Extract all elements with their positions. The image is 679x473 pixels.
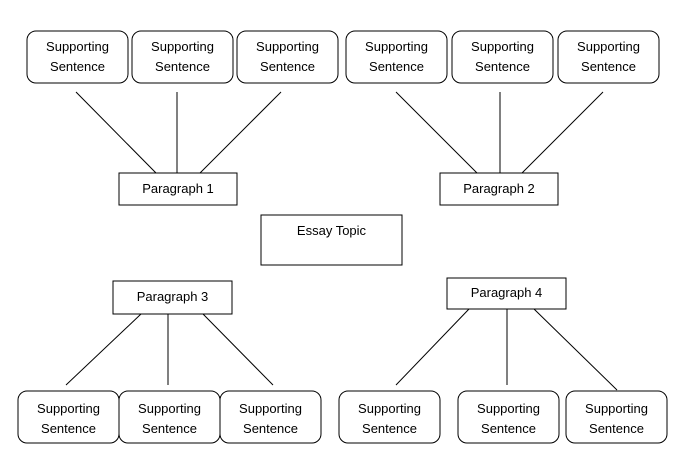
supporting-sentence-box: Supporting Sentence [345, 30, 448, 84]
support-line1: Supporting [37, 401, 100, 416]
paragraph-label: Paragraph 4 [471, 285, 543, 300]
support-line1: Supporting [477, 401, 540, 416]
support-line2: Sentence [481, 421, 536, 436]
support-line1: Supporting [256, 39, 319, 54]
support-line2: Sentence [260, 59, 315, 74]
paragraph-box: Paragraph 2 [439, 172, 559, 206]
supporting-sentence-box: Supporting Sentence [26, 30, 129, 84]
supporting-sentence-box: Supporting Sentence [131, 30, 234, 84]
paragraph-4-group: Paragraph 4 Supporting Sentence Supporti… [338, 277, 668, 444]
connector-p2-s1 [395, 91, 478, 174]
paragraph-3-group: Paragraph 3 Supporting Sentence Supporti… [17, 280, 322, 444]
connector-p4-s3 [533, 308, 618, 391]
connector-p1-s3 [199, 91, 282, 174]
support-line1: Supporting [365, 39, 428, 54]
supporting-sentence-box: Supporting Sentence [236, 30, 339, 84]
connector-p2-s3 [521, 91, 604, 174]
support-line1: Supporting [585, 401, 648, 416]
supporting-sentence-box: Supporting Sentence [565, 390, 668, 444]
support-line2: Sentence [41, 421, 96, 436]
paragraph-label: Paragraph 3 [137, 289, 209, 304]
paragraph-label: Paragraph 1 [142, 181, 214, 196]
paragraph-box: Paragraph 3 [112, 280, 233, 315]
support-line2: Sentence [475, 59, 530, 74]
connector-p1-s1 [75, 91, 157, 174]
essay-topic-label: Essay Topic [297, 223, 367, 238]
support-line2: Sentence [50, 59, 105, 74]
support-line1: Supporting [239, 401, 302, 416]
paragraph-box: Paragraph 4 [446, 277, 567, 310]
support-line2: Sentence [155, 59, 210, 74]
support-line2: Sentence [243, 421, 298, 436]
supporting-sentence-box: Supporting Sentence [219, 390, 322, 444]
connector-p3-s1 [65, 313, 142, 386]
support-line1: Supporting [471, 39, 534, 54]
support-line2: Sentence [581, 59, 636, 74]
essay-topic-box: Essay Topic [260, 214, 403, 266]
support-line2: Sentence [369, 59, 424, 74]
connector-p3-s3 [202, 313, 274, 386]
support-line1: Supporting [577, 39, 640, 54]
support-line1: Supporting [151, 39, 214, 54]
connectors [65, 91, 618, 391]
supporting-sentence-box: Supporting Sentence [338, 390, 441, 444]
support-line2: Sentence [589, 421, 644, 436]
paragraph-1-group: Supporting Sentence Supporting Sentence … [26, 30, 339, 206]
paragraph-label: Paragraph 2 [463, 181, 535, 196]
supporting-sentence-box: Supporting Sentence [118, 390, 221, 444]
support-line1: Supporting [46, 39, 109, 54]
support-line1: Supporting [138, 401, 201, 416]
supporting-sentence-box: Supporting Sentence [457, 390, 560, 444]
connector-p4-s1 [395, 308, 470, 386]
supporting-sentence-box: Supporting Sentence [557, 30, 660, 84]
support-line1: Supporting [358, 401, 421, 416]
paragraph-2-group: Supporting Sentence Supporting Sentence … [345, 30, 660, 206]
supporting-sentence-box: Supporting Sentence [17, 390, 120, 444]
supporting-sentence-box: Supporting Sentence [451, 30, 554, 84]
support-line2: Sentence [362, 421, 417, 436]
support-line2: Sentence [142, 421, 197, 436]
paragraph-box: Paragraph 1 [118, 172, 238, 206]
